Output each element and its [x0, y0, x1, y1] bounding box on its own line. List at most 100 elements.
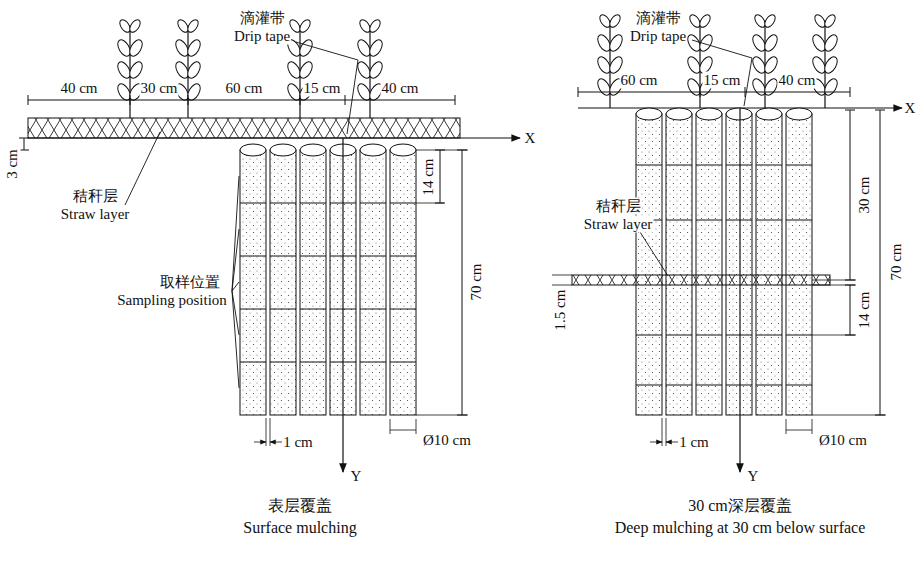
- dimension-tick: [130, 95, 131, 105]
- extension-line: [812, 335, 856, 336]
- tape-label-zh: 滴灌带: [239, 10, 286, 27]
- dimension-tick: [845, 285, 855, 286]
- dimension-tick: [188, 95, 189, 105]
- dimension-line: [28, 100, 455, 101]
- dimension-tick: [875, 415, 885, 416]
- sample-divider: [726, 165, 752, 166]
- sample-divider: [360, 256, 386, 257]
- leader-line: [232, 282, 239, 291]
- soil-column: [300, 150, 326, 415]
- straw-label-en: Straw layer: [583, 216, 654, 233]
- dimension-label: 40 cm: [59, 80, 98, 97]
- axis-label: X: [904, 100, 917, 117]
- dimension-arrow: [666, 442, 678, 443]
- sample-divider: [786, 335, 812, 336]
- extension-line: [812, 415, 886, 416]
- plant-leaf: [697, 33, 715, 54]
- soil-column: [726, 114, 752, 415]
- plant-leaf: [297, 60, 315, 81]
- sample-divider: [696, 385, 722, 386]
- plant-bud: [368, 18, 383, 34]
- sample-divider: [666, 165, 692, 166]
- sample-divider: [726, 385, 752, 386]
- sample-divider: [756, 165, 782, 166]
- dimension-tick: [435, 203, 445, 204]
- dimension-tick: [19, 150, 29, 151]
- column-top: [726, 108, 752, 120]
- dimension-tick: [845, 110, 855, 111]
- dimension-line: [850, 285, 851, 335]
- extension-line: [416, 203, 444, 204]
- plant-bud: [186, 18, 201, 34]
- column-top: [636, 108, 662, 120]
- sample-divider: [390, 203, 416, 204]
- dimension-label: 1 cm: [678, 434, 710, 451]
- dimension-label: 60 cm: [619, 72, 658, 89]
- dimension-tick: [345, 95, 346, 105]
- sample-divider: [666, 220, 692, 221]
- sample-divider: [390, 362, 416, 363]
- sample-divider: [786, 165, 812, 166]
- sample-divider: [270, 309, 296, 310]
- dimension-tick: [457, 415, 467, 416]
- sample-divider: [300, 203, 326, 204]
- plant-leaf: [185, 38, 203, 59]
- panel-title-en: Deep mulching at 30 cm below surface: [614, 519, 867, 536]
- dimension-arrow: [650, 442, 662, 443]
- dimension-tick: [28, 95, 29, 105]
- column-top: [270, 144, 296, 156]
- drawing: [19, 13, 902, 472]
- plant-leaf: [127, 38, 145, 59]
- dimension-tick: [700, 87, 701, 97]
- column-top: [756, 108, 782, 120]
- sample-divider: [786, 385, 812, 386]
- extension-line: [812, 280, 856, 281]
- plant-leaf: [607, 33, 625, 54]
- extension-line: [812, 285, 856, 286]
- y-axis: [739, 108, 740, 472]
- sample-divider: [726, 335, 752, 336]
- leader-line: [232, 291, 239, 335]
- sample-divider: [756, 220, 782, 221]
- dimension-label: 14 cm: [420, 157, 437, 196]
- dimension-tick: [875, 110, 885, 111]
- plant-leaf: [127, 60, 145, 81]
- sample-divider: [696, 220, 722, 221]
- plant-leaf: [822, 55, 840, 76]
- dimension-label: 3 cm: [4, 148, 21, 180]
- leader-line: [125, 132, 160, 205]
- panel-title-zh: 表层覆盖: [267, 497, 333, 514]
- sample-divider: [636, 165, 662, 166]
- sample-divider: [756, 335, 782, 336]
- extension-line: [552, 285, 572, 286]
- column-top: [696, 108, 722, 120]
- dimension-line: [390, 430, 416, 431]
- extension-line: [416, 150, 468, 151]
- extension-line: [786, 419, 787, 434]
- dimension-line: [578, 92, 850, 93]
- dimension-arrow: [254, 442, 266, 443]
- column-top: [666, 108, 692, 120]
- dimension-tick: [845, 335, 855, 336]
- plant-leaf: [367, 38, 385, 59]
- sample-divider: [240, 203, 266, 204]
- sampling-label-en: Sampling position: [116, 292, 228, 309]
- sample-divider: [666, 385, 692, 386]
- plant-bud: [763, 13, 778, 29]
- dimension-label: 30 cm: [139, 80, 178, 97]
- dimension-label: 15 cm: [302, 80, 341, 97]
- plant-bud: [823, 13, 838, 29]
- plant-bud: [298, 18, 313, 34]
- soil-column: [390, 150, 416, 415]
- tape-label-zh: 滴灌带: [635, 10, 682, 27]
- dimension-label: 70 cm: [468, 262, 485, 301]
- soil-column: [786, 114, 812, 415]
- soil-column: [360, 150, 386, 415]
- axis-label: Y: [747, 468, 760, 485]
- sample-divider: [636, 385, 662, 386]
- soil-column: [240, 150, 266, 415]
- plant-bud: [128, 18, 143, 34]
- sample-divider: [390, 256, 416, 257]
- sample-divider: [390, 309, 416, 310]
- dimension-tick: [300, 95, 301, 105]
